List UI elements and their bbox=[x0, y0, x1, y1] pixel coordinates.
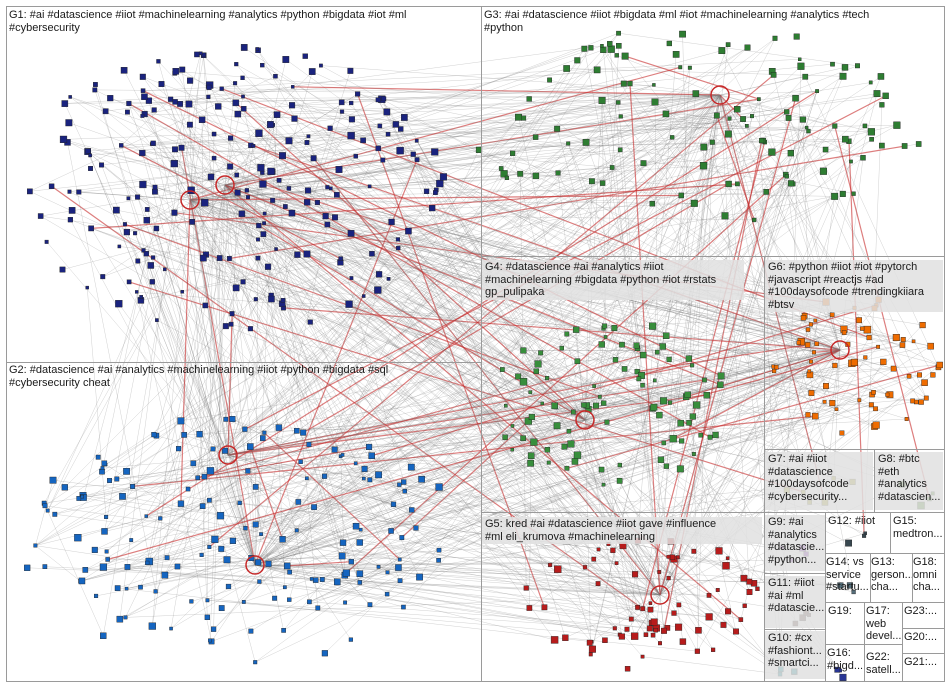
group-label-g2: G2: #datascience #ai #analytics #machine… bbox=[9, 364, 479, 389]
group-label-g20: G20:... bbox=[904, 631, 944, 651]
group-label-g14: G14: vs service #startu... bbox=[826, 556, 870, 600]
group-label-g1: G1: #ai #datascience #iiot #machinelearn… bbox=[9, 9, 479, 34]
group-label-g13: G13: gerson... cha... bbox=[871, 556, 912, 600]
group-label-g4: G4: #datascience #ai #analytics #iiot #m… bbox=[482, 260, 744, 300]
group-label-g7: G7: #ai #iiot #datascience #100daysofcod… bbox=[765, 452, 873, 510]
group-label-g18: G18: omni cha... bbox=[913, 556, 945, 600]
group-label-g5: G5: kred #ai #datascience #iiot gave #in… bbox=[482, 517, 762, 544]
group-label-g22: G22: satell... bbox=[866, 651, 902, 679]
group-label-g17: G17: web devel... bbox=[866, 605, 902, 643]
group-label-g16: G16: #bigd... bbox=[827, 647, 864, 679]
group-label-g21: G21:... bbox=[904, 656, 944, 678]
group-label-g8: G8: #btc #eth #analytics #datascien... bbox=[875, 452, 943, 510]
group-label-g6: G6: #python #iiot #iot #pytorch #javascr… bbox=[765, 260, 943, 312]
pane-g3 bbox=[481, 6, 945, 257]
group-label-g9: G9: #ai #analytics #datascie... #python.… bbox=[765, 515, 825, 571]
group-label-g19: G19: bbox=[828, 605, 864, 618]
group-label-g15: G15: medtron... bbox=[893, 515, 943, 540]
group-label-g3: G3: #ai #datascience #iiot #bigdata #ml … bbox=[484, 9, 942, 34]
group-label-g10: G10: #cx #fashiont... #smartci... bbox=[765, 631, 825, 679]
group-label-g12: G12: #iiot bbox=[828, 515, 888, 528]
group-label-g23: G23:... bbox=[904, 605, 944, 625]
pane-g1 bbox=[6, 6, 482, 363]
group-label-g11: G11: #iiot #ai #ml #datascie... bbox=[765, 576, 825, 628]
pane-g2 bbox=[6, 362, 482, 682]
